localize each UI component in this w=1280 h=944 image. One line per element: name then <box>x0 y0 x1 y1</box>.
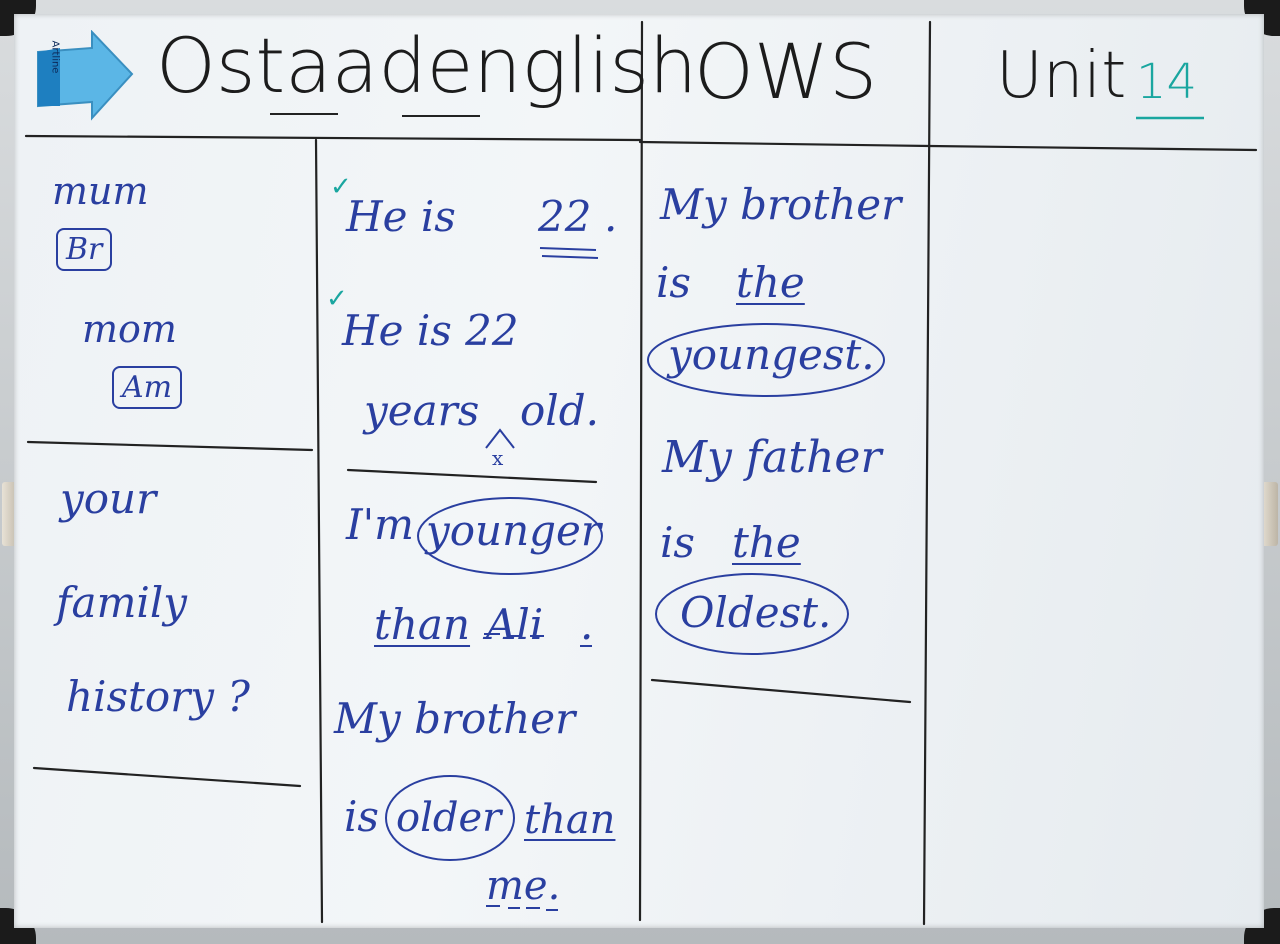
sentence-he-is: He is <box>346 192 456 241</box>
circle-oldest <box>655 573 849 655</box>
eraser-icon <box>37 30 134 121</box>
period: . <box>604 192 618 241</box>
col2-divider <box>346 468 598 484</box>
mark-x: x <box>492 446 504 470</box>
word-the: the <box>732 518 801 567</box>
frame-clip <box>1260 482 1278 546</box>
word-me: me. <box>486 863 561 909</box>
circle-younger <box>417 497 603 575</box>
sentence-my-father: My father <box>662 432 882 483</box>
header-brand: Ostaadenglish <box>156 21 698 110</box>
word-mum: mum <box>52 169 149 213</box>
column-divider <box>922 20 932 926</box>
number-22: 22 <box>538 192 592 241</box>
question-line: family <box>56 578 188 627</box>
question-line: your <box>60 474 157 523</box>
circle-youngest <box>647 323 885 397</box>
word-years: years <box>364 386 480 435</box>
word-ali: Ali <box>486 600 544 649</box>
header-divider <box>928 144 1258 152</box>
header-divider <box>638 140 932 148</box>
column-divider <box>638 20 644 922</box>
sentence-he-is-22: He is 22 <box>342 306 519 355</box>
tag-american: Am <box>112 366 183 409</box>
header-unit-label: Unit <box>996 39 1127 113</box>
check-icon: ✓ <box>330 172 352 202</box>
dash-underline <box>486 905 558 911</box>
header-unit-number: 14 <box>1136 54 1198 110</box>
word-than: than <box>374 600 471 649</box>
eraser-brand-label: Artline <box>49 40 61 74</box>
word-the: the <box>736 258 805 307</box>
sentence-my-brother: My brother <box>334 694 576 743</box>
col1-divider <box>26 440 314 452</box>
word-youngest: youngest. <box>668 330 875 379</box>
period: . <box>580 600 594 649</box>
word-is: is <box>660 518 695 567</box>
circle-older <box>385 775 515 861</box>
word-mom: mom <box>82 307 177 351</box>
word-is: is <box>344 792 379 841</box>
word-im: I'm <box>346 500 414 549</box>
header-divider <box>24 134 642 142</box>
dash-underline <box>484 633 592 647</box>
tag-british: Br <box>56 228 113 271</box>
word-old: old. <box>520 386 599 435</box>
question-line: history ? <box>66 672 250 721</box>
col3-divider <box>650 678 912 704</box>
word-younger: younger <box>426 506 601 555</box>
check-icon: ✓ <box>326 284 348 314</box>
col1-divider <box>32 766 302 788</box>
sentence-my-brother: My brother <box>660 180 902 229</box>
header-section: OWS <box>694 27 878 116</box>
insert-caret <box>485 428 515 449</box>
underline-22 <box>539 247 599 259</box>
word-is: is <box>656 258 691 307</box>
whiteboard-surface <box>14 14 1264 928</box>
word-older: older <box>396 795 502 841</box>
word-than: than <box>524 797 616 843</box>
column-divider <box>314 138 324 924</box>
word-oldest: Oldest. <box>680 588 832 637</box>
